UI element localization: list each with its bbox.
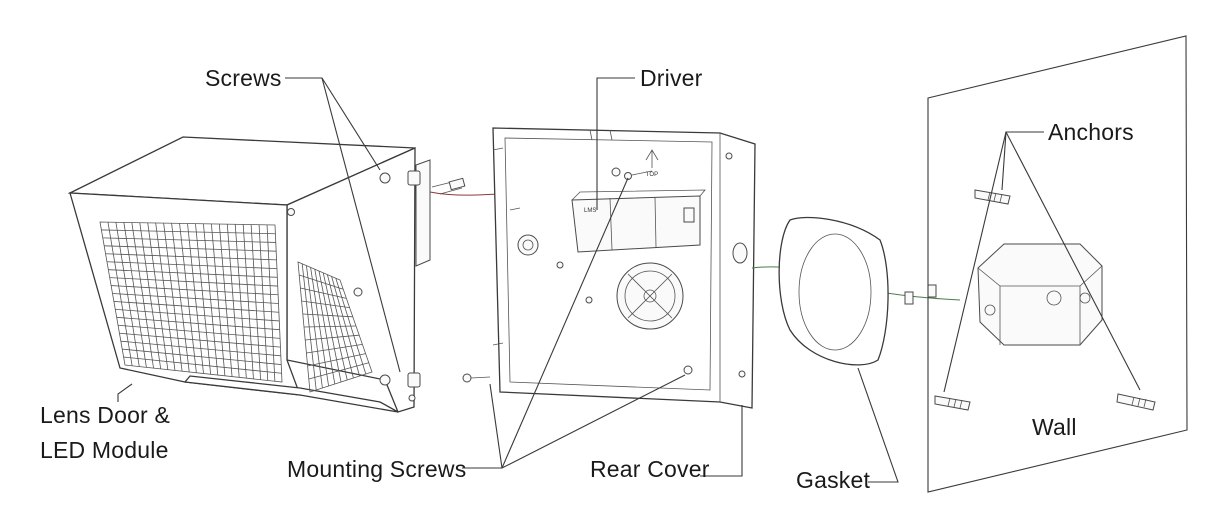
label-lens-door-line1: Lens Door & (40, 402, 170, 428)
gasket (778, 216, 889, 366)
side-lens-grid (297, 261, 373, 393)
anchor-icon (934, 395, 971, 411)
label-mounting-screws: Mounting Screws (287, 456, 466, 482)
label-anchors: Anchors (1048, 119, 1134, 145)
junction-box-icon (977, 243, 1103, 346)
label-rear-cover: Rear Cover (590, 456, 710, 482)
leader-lines (117, 77, 1141, 483)
label-screws: Screws (205, 65, 282, 91)
wire-connector-icon (904, 291, 914, 305)
anchor-icon (1116, 393, 1156, 411)
svg-text:TOP: TOP (646, 172, 658, 178)
wall (927, 35, 1188, 493)
front-lens-grid (99, 221, 283, 383)
screw-head-icon (379, 172, 391, 184)
anchor-icon (974, 189, 1011, 205)
label-driver: Driver (640, 65, 703, 91)
label-wall: Wall (1032, 414, 1077, 440)
lens-door-led-module (67, 136, 431, 413)
screw-head-icon (379, 374, 391, 386)
driver: LMS (571, 189, 706, 253)
label-gasket: Gasket (796, 467, 870, 493)
mounting-screw-icon (624, 170, 653, 180)
top-arrow-icon: TOP (645, 149, 659, 178)
bracket-tab-icon (407, 372, 421, 388)
wire-connector-icon (927, 284, 937, 298)
label-lens-door-line2: LED Module (40, 437, 169, 463)
vent-grille-icon (616, 262, 684, 330)
svg-text:LMS: LMS (584, 208, 596, 214)
rear-cover: LMS TOP (492, 127, 756, 409)
mounting-screw-icon (462, 373, 491, 383)
bracket-tab-icon (407, 170, 421, 186)
wire-connector-icon (448, 177, 466, 191)
